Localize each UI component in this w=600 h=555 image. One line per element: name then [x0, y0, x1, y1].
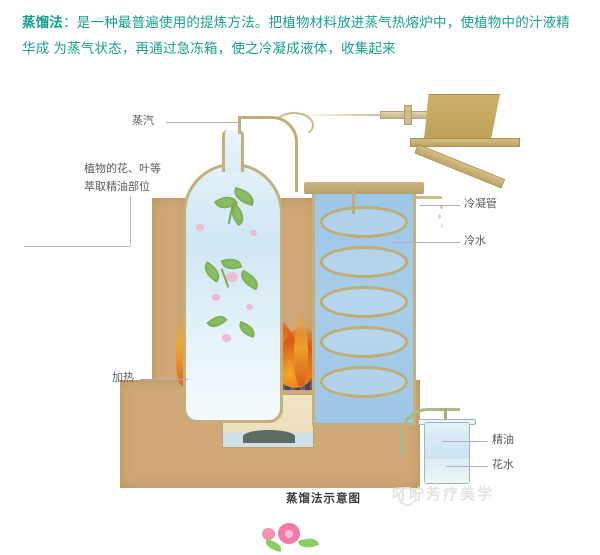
leader-line-condenser: [420, 205, 460, 206]
flask-petal-4: [246, 304, 253, 310]
label-floral-water: 花水: [492, 459, 514, 471]
article-intro-paragraph: 蒸馏法：是一种最普遍使用的提炼方法。把植物材料放进蒸气热熔炉中，使植物中的汁液精…: [22, 10, 582, 62]
cooling-tank-rim: [304, 182, 424, 194]
reservoir-feed-tube: [300, 114, 384, 116]
condenser-coil-inlet: [352, 190, 355, 214]
reservoir-feed-tube-curve: [274, 112, 314, 138]
footer-flower-decoration: [258, 522, 348, 552]
water-drip-1: [440, 204, 443, 209]
condenser-coil-loop: [320, 206, 408, 238]
flask-flower-center: [226, 272, 238, 282]
reservoir-tank: [424, 94, 500, 140]
flask-petal-3: [212, 294, 220, 301]
steam-pipe-left-riser: [238, 116, 241, 134]
flame-right-pillar-strip: [294, 310, 308, 386]
leaf-right-icon: [297, 535, 320, 551]
flower-small-icon: [262, 528, 275, 540]
firebox-coal-mound: [243, 430, 295, 443]
reservoir-support-leg: [414, 144, 506, 189]
article-keyword: 蒸馏法: [22, 15, 64, 30]
diagram-caption: 蒸馏法示意图: [286, 493, 361, 505]
leader-line-plant-part-horizontal: [24, 246, 130, 247]
steam-pipe-bend: [238, 116, 298, 156]
label-essential-oil: 精油: [492, 434, 514, 446]
label-plant-part-line2: 萃取精油部位: [84, 181, 150, 193]
collection-jar: [424, 422, 470, 484]
leader-line-heating: [140, 379, 188, 380]
steam-pipe-down-to-tank: [295, 148, 298, 192]
label-cold-water: 冷水: [464, 235, 486, 247]
label-steam: 蒸汽: [132, 115, 154, 127]
label-condenser: 冷凝管: [464, 198, 497, 210]
label-plant-part-line1: 植物的花、叶等: [84, 163, 161, 175]
water-drip-3: [441, 224, 443, 228]
watermark-flower-badge-icon: [398, 487, 417, 506]
condenser-coil-loop: [320, 326, 408, 358]
leader-line-steam: [166, 122, 240, 123]
leaf-left-icon: [264, 539, 283, 552]
flask-petal-2: [250, 230, 257, 236]
reservoir-base-plate: [410, 138, 520, 147]
flask-petal-1: [196, 224, 204, 231]
flower-center-dot-icon: [285, 530, 293, 538]
distillation-flask: [183, 163, 283, 423]
condenser-coil-loop: [320, 246, 408, 278]
leader-line-cold-water: [392, 242, 460, 243]
tank-overflow-spout: [416, 196, 442, 199]
jar-water-layer: [425, 466, 469, 483]
leader-line-essential-oil: [442, 441, 488, 442]
condenser-coil-loop: [320, 366, 408, 398]
condenser-coil-loop: [320, 286, 408, 318]
leader-line-plant-part-vertical: [130, 196, 131, 246]
watermark-text: 叮咛芳疗美学: [392, 487, 495, 503]
water-drip-2: [438, 214, 441, 219]
label-heating: 加热: [112, 372, 134, 384]
flask-petal-5: [222, 334, 231, 342]
distillation-diagram: 蒸汽 植物的花、叶等 萃取精油部位 加热 冷凝管 冷水 精油 花水: [0, 78, 600, 518]
leader-line-floral-water: [446, 466, 488, 467]
condenser-outlet-pipe: [400, 408, 460, 456]
article-body-text: ：是一种最普遍使用的提炼方法。把植物材料放进蒸气热熔炉中，使植物中的汁液精华成 …: [22, 15, 571, 56]
reservoir-valve-icon: [404, 105, 412, 125]
